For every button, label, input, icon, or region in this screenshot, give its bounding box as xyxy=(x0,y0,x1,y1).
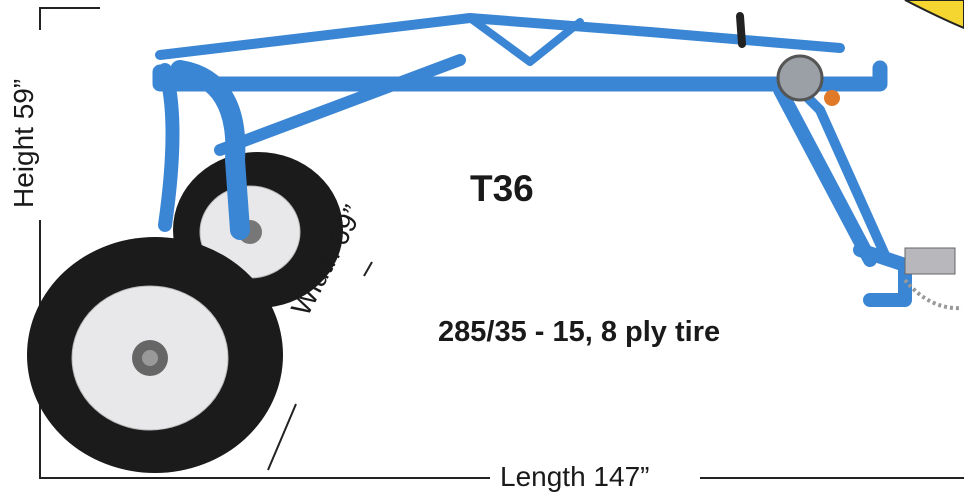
safety-chain xyxy=(903,278,963,311)
corner-sticker xyxy=(904,0,964,30)
hitch-coupler xyxy=(904,247,956,275)
length-dimension-label: Length 147” xyxy=(500,461,650,492)
front-wheel xyxy=(27,237,283,473)
height-dimension-label: Height 59” xyxy=(8,78,39,208)
tire-spec-label: 285/35 - 15, 8 ply tire xyxy=(438,316,721,348)
trailer-frame xyxy=(152,12,912,307)
model-label: T36 xyxy=(470,168,534,209)
winch xyxy=(776,54,824,102)
